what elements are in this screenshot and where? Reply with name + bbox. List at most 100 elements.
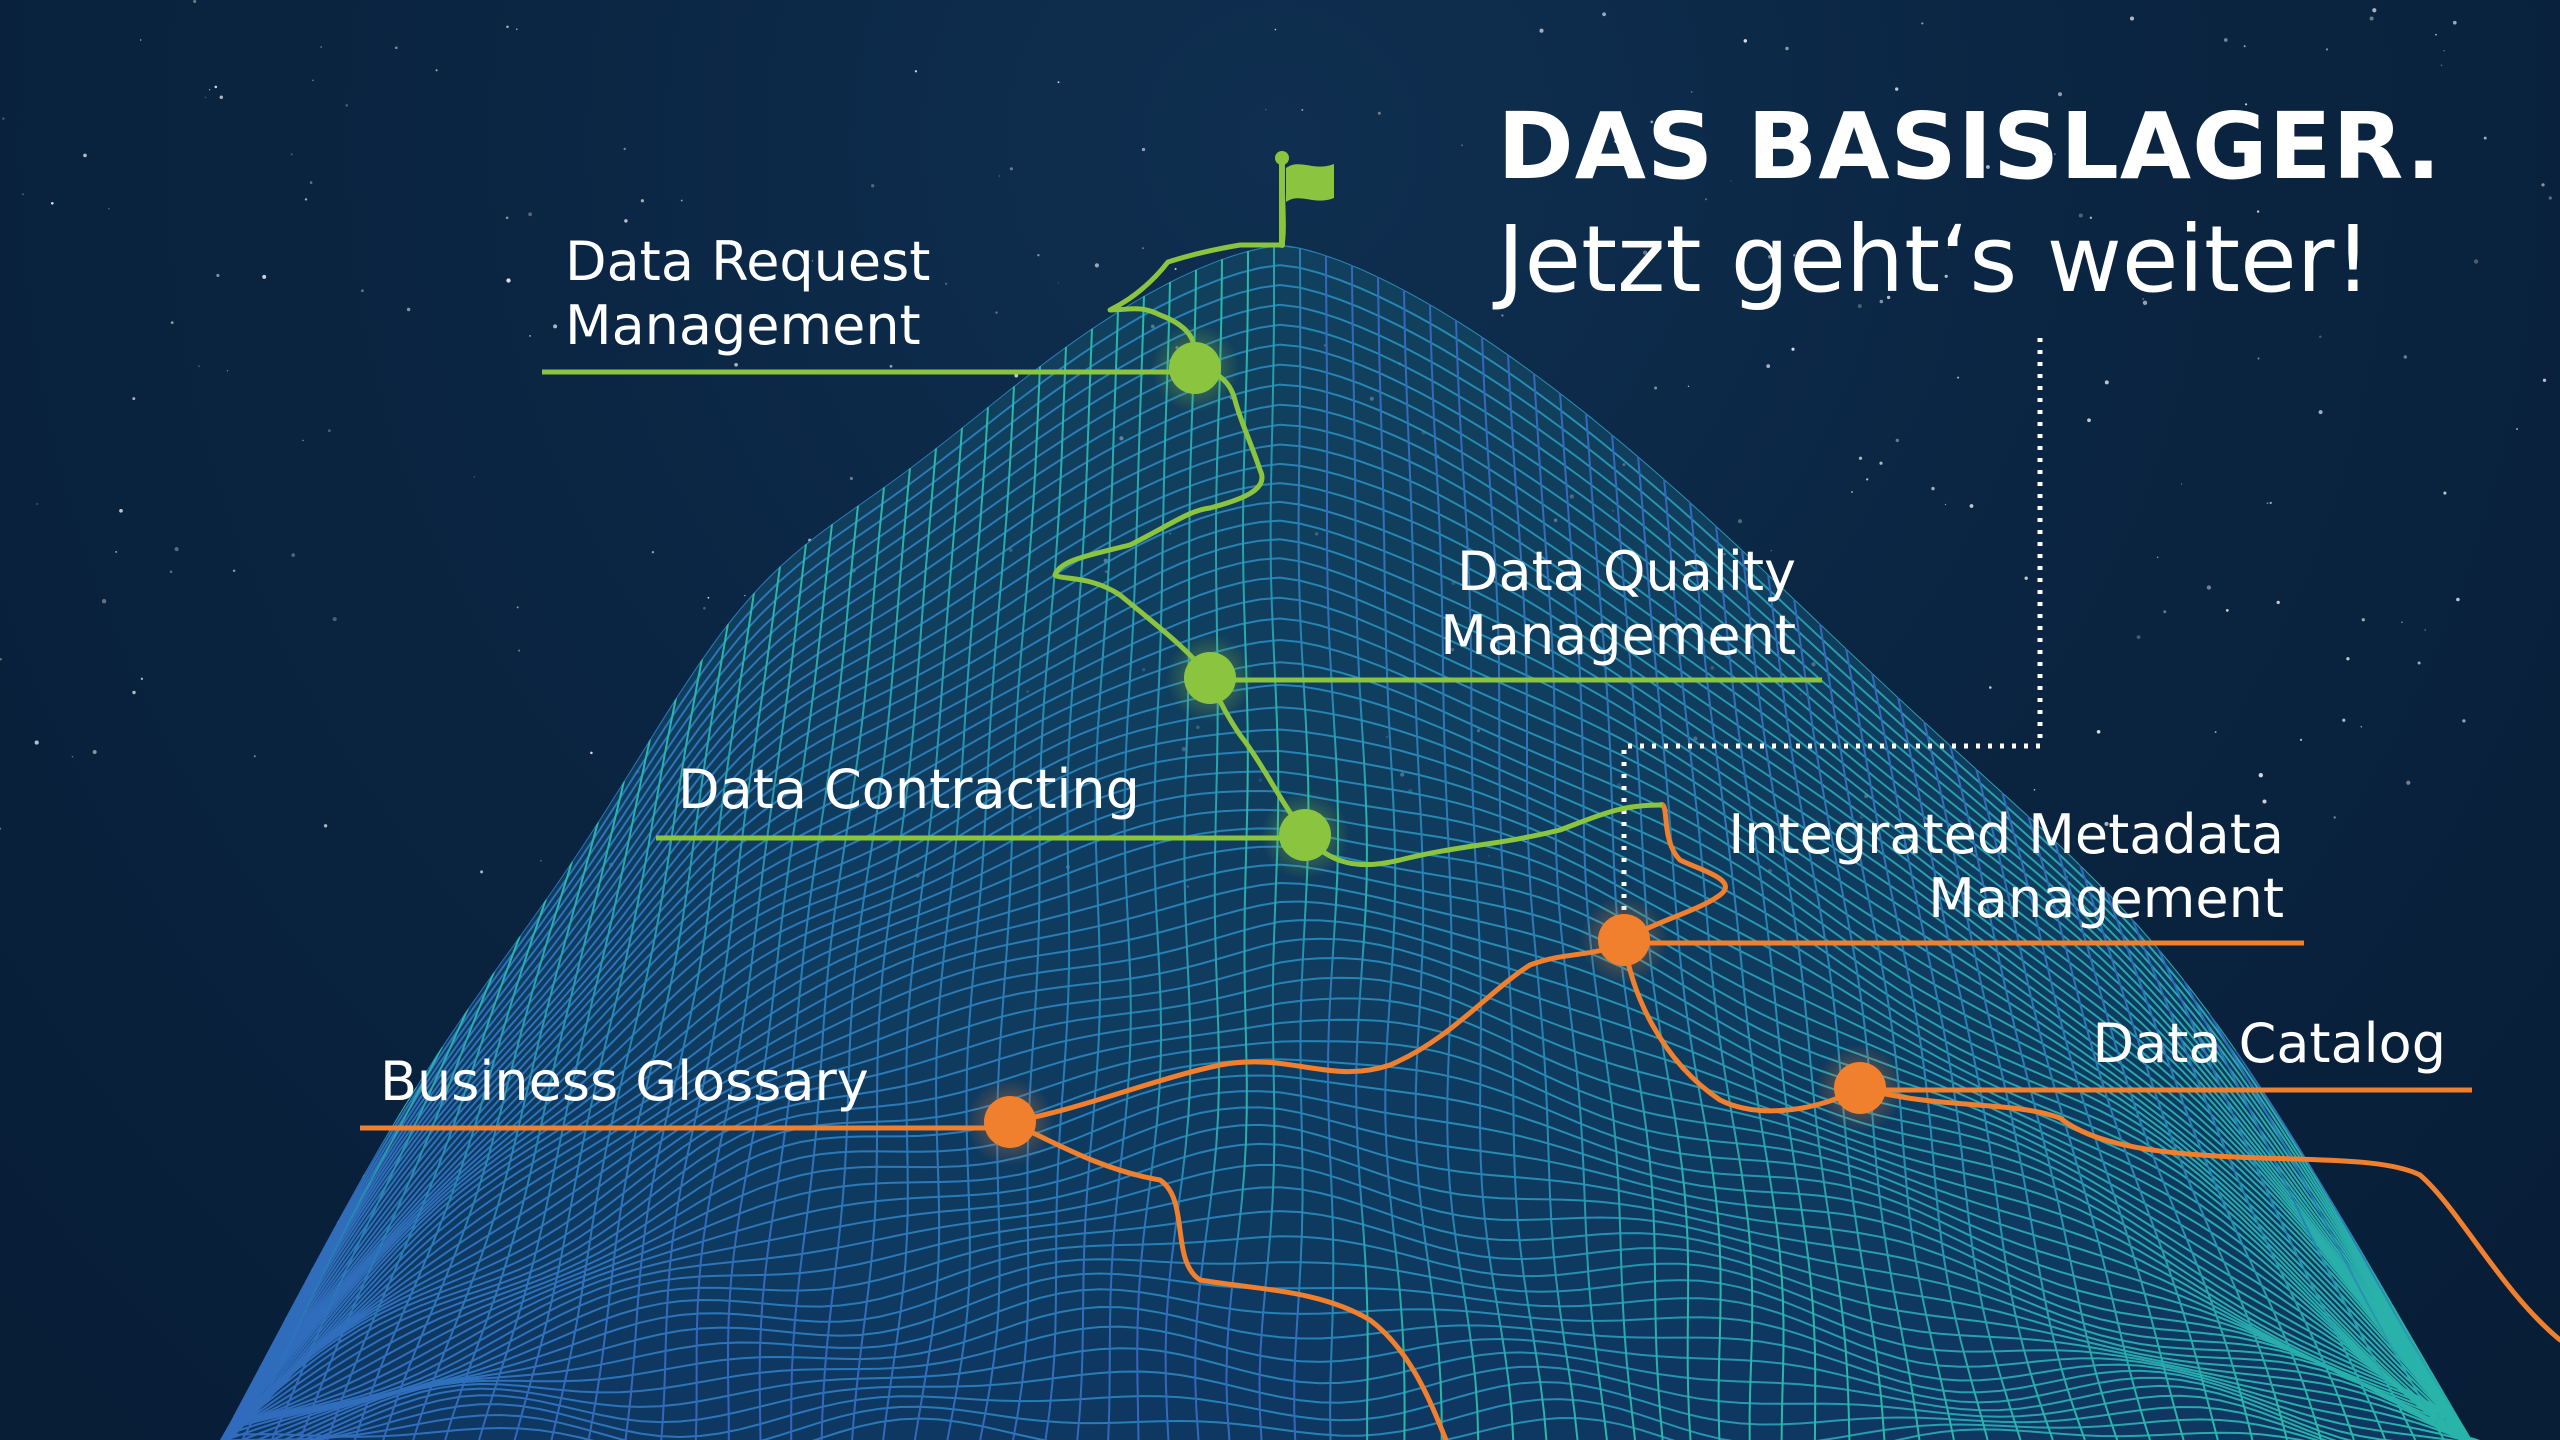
label-line: Management xyxy=(1440,604,1796,667)
star xyxy=(1851,491,1853,493)
mesh-line xyxy=(1637,456,1722,1440)
label-data-catalog[interactable]: Data Catalog xyxy=(2060,1012,2446,1076)
star xyxy=(92,750,97,754)
star xyxy=(1785,46,1789,51)
star xyxy=(345,104,348,107)
star xyxy=(208,89,211,91)
star xyxy=(132,397,136,401)
star xyxy=(107,207,110,210)
star xyxy=(2256,210,2260,213)
star xyxy=(2325,48,2329,51)
star xyxy=(2417,661,2421,665)
star xyxy=(219,95,224,99)
mesh-line xyxy=(1741,549,1851,1440)
star xyxy=(2104,821,2109,826)
mesh-line xyxy=(0,519,2560,1440)
mesh-line xyxy=(0,956,2560,1440)
star xyxy=(332,617,337,622)
label-data-request-management[interactable]: Data Request Management xyxy=(565,230,930,358)
mesh-line xyxy=(913,406,989,1440)
star xyxy=(1895,438,1900,443)
star xyxy=(1009,167,1013,171)
mesh-line xyxy=(1975,768,2151,1440)
mesh-line xyxy=(382,861,573,1440)
star xyxy=(1142,247,1144,249)
mesh-line xyxy=(0,706,2560,1440)
headline-title: DAS BASISLAGER. xyxy=(1497,93,2442,200)
star xyxy=(1969,504,1974,508)
mesh-line xyxy=(1897,696,2054,1440)
mesh-line xyxy=(0,363,2560,1440)
mesh-line xyxy=(1012,346,1067,1440)
star xyxy=(1986,165,1990,169)
star xyxy=(540,860,542,862)
star xyxy=(2209,144,2214,149)
mesh-line xyxy=(2001,791,2185,1440)
star xyxy=(302,439,304,441)
star xyxy=(1791,347,1795,351)
star xyxy=(71,755,74,758)
mesh-line xyxy=(0,937,2560,1440)
label-data-contracting[interactable]: Data Contracting xyxy=(678,758,1140,822)
star xyxy=(2452,20,2457,25)
star xyxy=(1508,157,1513,162)
star xyxy=(506,278,511,283)
star xyxy=(1886,295,1891,300)
mesh-line xyxy=(1481,336,1548,1440)
star xyxy=(2089,216,2093,219)
mesh-line xyxy=(0,403,2560,1440)
star xyxy=(1895,87,1899,91)
node-data-contracting[interactable] xyxy=(1279,809,1331,861)
star xyxy=(811,260,814,262)
trail-glossary-up xyxy=(1007,937,1627,1125)
mesh-line xyxy=(0,443,2560,1440)
headline: DAS BASISLAGER. Jetzt geht‘s weiter! xyxy=(1497,92,2442,318)
mesh-line xyxy=(1533,373,1608,1440)
star xyxy=(1094,263,1099,268)
mesh-line xyxy=(0,997,2560,1440)
star xyxy=(193,0,197,3)
star xyxy=(1377,111,1381,115)
node-integrated-metadata[interactable] xyxy=(1598,914,1650,966)
node-data-quality[interactable] xyxy=(1184,652,1236,704)
mesh-line xyxy=(0,500,2560,1440)
star xyxy=(1931,486,1935,491)
mesh-line xyxy=(1194,258,1223,1440)
star xyxy=(50,201,54,205)
star xyxy=(1768,255,1772,259)
star xyxy=(253,755,256,758)
node-business-glossary[interactable] xyxy=(984,1096,1036,1148)
star xyxy=(914,70,918,73)
star xyxy=(651,551,655,554)
star xyxy=(1265,108,1267,111)
star xyxy=(2424,629,2427,631)
mesh-line xyxy=(2183,979,2417,1440)
star xyxy=(2435,33,2437,36)
label-integrated-metadata-management[interactable]: Integrated Metadata Management xyxy=(1720,803,2284,931)
star xyxy=(703,606,706,610)
star xyxy=(2181,483,2183,485)
star xyxy=(204,96,207,99)
label-line: Data Request xyxy=(565,230,931,293)
mesh-line xyxy=(0,1186,2560,1440)
star xyxy=(2318,410,2323,415)
mesh-line xyxy=(478,739,651,1440)
star xyxy=(101,599,107,604)
star xyxy=(1461,144,1463,147)
star xyxy=(2443,50,2445,52)
trail-catalog-right xyxy=(1857,1085,2560,1343)
star xyxy=(2243,45,2246,48)
star xyxy=(1274,28,1277,31)
star xyxy=(1602,12,1606,17)
label-business-glossary[interactable]: Business Glossary xyxy=(380,1050,869,1114)
node-data-request[interactable] xyxy=(1169,342,1221,394)
star xyxy=(1957,376,1960,379)
star xyxy=(216,273,220,277)
label-data-quality-management[interactable]: Data Quality Management xyxy=(1440,540,1796,668)
star xyxy=(2276,600,2280,605)
mesh-line xyxy=(0,919,2560,1440)
star xyxy=(529,335,531,337)
mesh-line xyxy=(1455,319,1515,1440)
star xyxy=(1944,274,1948,278)
node-data-catalog[interactable] xyxy=(1834,1062,1886,1114)
